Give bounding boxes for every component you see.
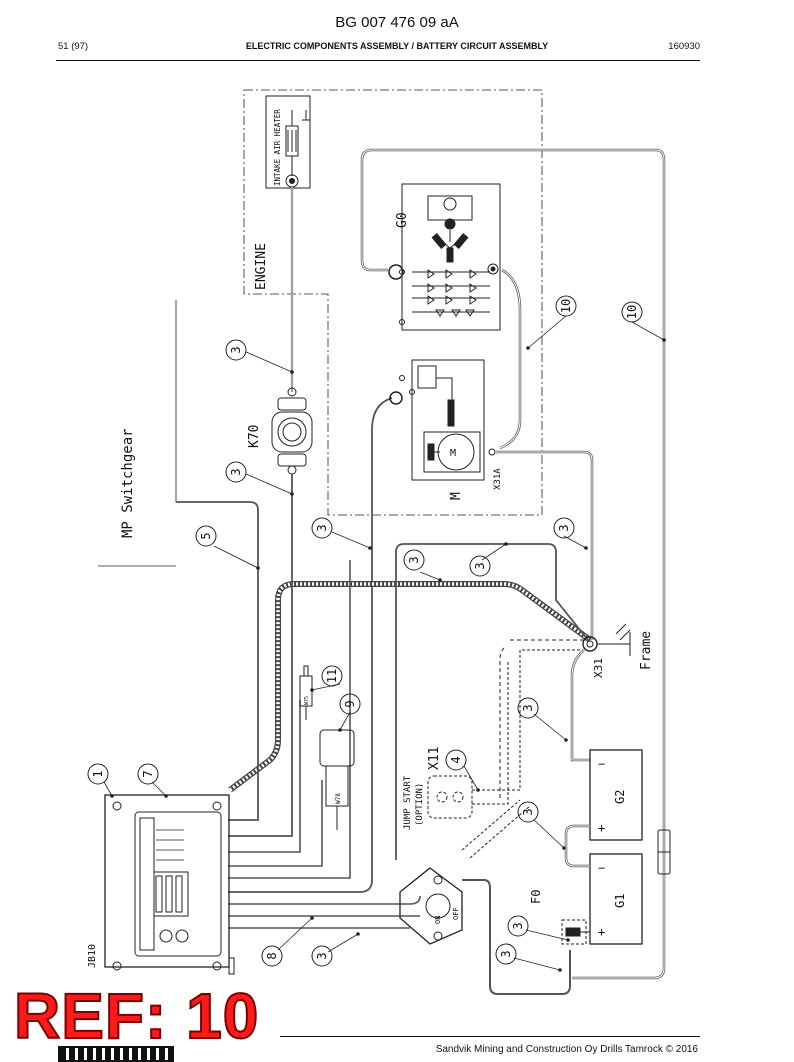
k70-relay <box>271 387 313 475</box>
leader-dots <box>110 338 666 972</box>
callout-8: 8 <box>265 952 279 959</box>
intake-air-heater <box>265 95 311 189</box>
x31-ground-point <box>582 623 631 656</box>
footer-copyright: Sandvik Mining and Construction Oy Drill… <box>435 1044 698 1055</box>
g1-label: G1 <box>613 894 627 908</box>
x11-label: X11 <box>427 747 442 770</box>
callout-4: 4 <box>449 756 463 763</box>
main-switch <box>399 867 463 945</box>
connector-w78 <box>319 729 355 830</box>
g2-label: G2 <box>613 790 627 804</box>
footer-rule <box>280 1036 700 1037</box>
callout-7: 7 <box>141 770 155 777</box>
option-label: (OPTION) <box>415 783 425 826</box>
switch-off-label: OFF <box>452 907 460 920</box>
w75-label: W75 <box>304 696 310 705</box>
x31-label: X31 <box>592 658 605 678</box>
g0-label: G0 <box>395 212 410 228</box>
connector-w75 <box>299 665 313 720</box>
callout-3-harness: 3 <box>407 556 421 563</box>
callout-3-bottom: 3 <box>315 952 329 959</box>
jb10-wire-bundle <box>228 560 421 929</box>
date-code: 160930 <box>668 41 700 52</box>
callout-3-heater: 3 <box>229 346 243 353</box>
callout-11: 11 <box>325 669 339 683</box>
g2-plus: + <box>598 821 605 835</box>
x31a-label: X31A <box>493 468 503 490</box>
callout-3-right: 3 <box>557 524 571 531</box>
callout-3-f0b: 3 <box>499 950 513 957</box>
jump-start-x11 <box>427 649 580 859</box>
jump-start-label: JUMP START <box>403 775 413 830</box>
g0-ground-lug <box>388 264 404 280</box>
f0-label: F0 <box>529 890 543 904</box>
inline-fuse-cable10 <box>657 829 671 875</box>
callout-3-g1: 3 <box>521 808 535 815</box>
callout-3-k70: 3 <box>229 468 243 475</box>
callout-10-alternator: 10 <box>559 299 573 313</box>
callout-3-g2: 3 <box>521 704 535 711</box>
wire-k70-jb10 <box>228 474 293 837</box>
wire-switch-f0 <box>462 879 571 995</box>
starter-motor <box>399 359 496 481</box>
callout-9: 9 <box>343 700 357 707</box>
wire-loop-x31 <box>395 543 589 860</box>
callout-5: 5 <box>199 532 213 539</box>
ref-stamp: REF: 10 <box>13 980 260 1052</box>
m-label: M <box>449 492 464 500</box>
header-rule <box>56 60 700 61</box>
callout-leaders <box>103 315 665 971</box>
junction-box-jb10 <box>104 794 235 975</box>
page-title: ELECTRIC COMPONENTS ASSEMBLY / BATTERY C… <box>245 41 549 51</box>
switch-on-label: ON <box>434 916 442 924</box>
engine-label: ENGINE <box>254 243 269 290</box>
callout-10-frame: 10 <box>625 305 639 319</box>
page-number: 51 (97) <box>58 41 89 52</box>
mp-switchgear-label: MP Switchgear <box>120 428 136 538</box>
battery-g1 <box>589 853 643 945</box>
motor-symbol: M <box>450 448 456 459</box>
cable-10-alt-starter <box>499 268 522 450</box>
fuse-f0 <box>561 919 590 945</box>
jb10-label: JB10 <box>87 944 98 968</box>
wire-5 <box>176 501 259 821</box>
main-harness <box>228 581 592 793</box>
callout-3-f0a: 3 <box>511 922 525 929</box>
document-id: BG 007 476 09 aA <box>335 14 459 31</box>
frame-label: Frame <box>639 631 654 670</box>
engine-boundary <box>243 89 543 516</box>
callout-1: 1 <box>91 770 105 777</box>
callout-bubbles <box>87 295 643 967</box>
w78-label: W78 <box>335 793 342 804</box>
wire-starter-signal <box>228 397 393 893</box>
alternator-g0 <box>399 183 501 331</box>
battery-g2 <box>589 749 643 841</box>
intake-air-heater-label: INTAKE AIR HEATER <box>273 109 282 186</box>
callout-3-loop: 3 <box>473 562 487 569</box>
k70-label: K70 <box>247 425 262 448</box>
g1-plus: + <box>598 925 605 939</box>
cable-starter-x31 <box>496 450 594 640</box>
battery-link <box>564 824 590 868</box>
g2-minus: − <box>598 757 605 771</box>
callout-3-mid: 3 <box>315 524 329 531</box>
cable-x31-g2 <box>570 649 590 762</box>
g1-minus: − <box>598 861 605 875</box>
